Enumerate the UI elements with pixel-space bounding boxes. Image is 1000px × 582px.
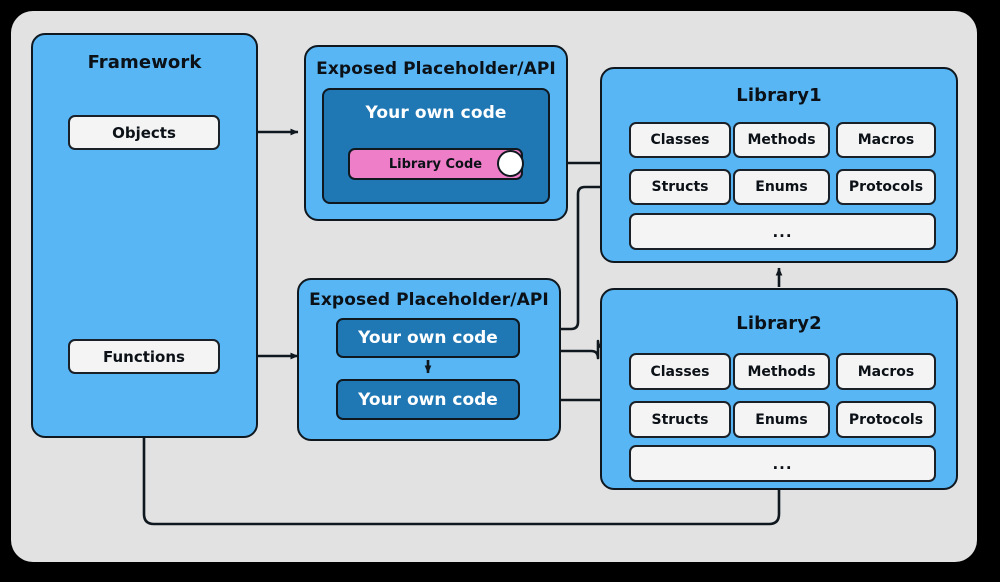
library2-item-enums[interactable]: Enums [733, 401, 830, 438]
framework-panel[interactable]: Framework [31, 33, 258, 438]
library2-item-more[interactable]: ... [629, 445, 936, 482]
library1-item-classes[interactable]: Classes [629, 122, 731, 158]
library2-item-protocols[interactable]: Protocols [836, 401, 936, 438]
api-top-your-own-code-label: Your own code [365, 103, 507, 123]
framework-title: Framework [87, 52, 202, 73]
framework-objects-box[interactable]: Objects [68, 115, 220, 150]
library1-item-macros[interactable]: Macros [836, 122, 936, 158]
api-top-your-own-code-frame[interactable]: Your own code [322, 88, 550, 204]
api-top-title: Exposed Placeholder/API [316, 59, 556, 79]
library2-item-macros[interactable]: Macros [836, 353, 936, 390]
api-top-library-code-box[interactable]: Library Code [348, 148, 523, 180]
library1-item-more[interactable]: ... [629, 213, 936, 250]
library1-item-protocols[interactable]: Protocols [836, 169, 936, 205]
library1-title: Library1 [736, 85, 822, 106]
library-code-port-dot [497, 150, 524, 177]
library2-title: Library2 [736, 313, 822, 334]
framework-functions-box[interactable]: Functions [68, 339, 220, 374]
library2-item-classes[interactable]: Classes [629, 353, 731, 390]
api-bottom-your-own-code-box-1[interactable]: Your own code [336, 318, 520, 358]
api-bottom-your-own-code-box-2[interactable]: Your own code [336, 379, 520, 420]
library1-item-methods[interactable]: Methods [733, 122, 830, 158]
library2-item-methods[interactable]: Methods [733, 353, 830, 390]
library2-item-structs[interactable]: Structs [629, 401, 731, 438]
library1-item-enums[interactable]: Enums [733, 169, 830, 205]
api-bottom-title: Exposed Placeholder/API [309, 290, 549, 310]
library1-item-structs[interactable]: Structs [629, 169, 731, 205]
